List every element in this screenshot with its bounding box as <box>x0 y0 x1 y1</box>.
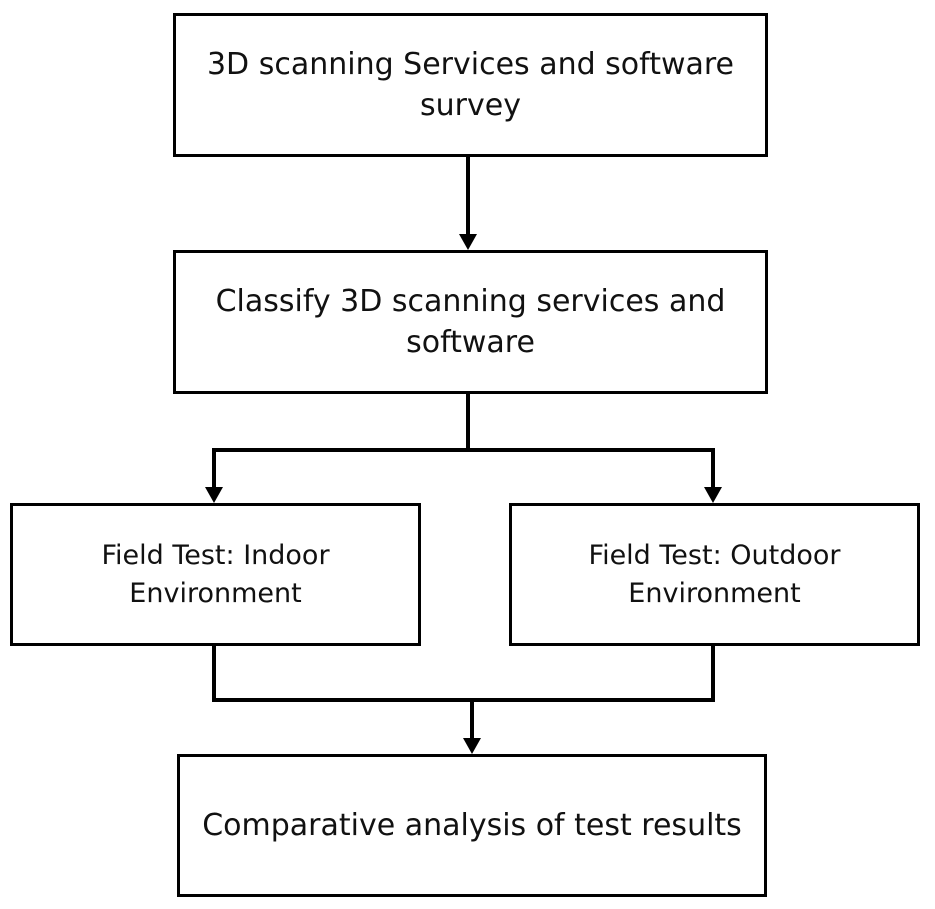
arrowhead-indoor <box>205 487 223 503</box>
node-analysis-label: Comparative analysis of test results <box>202 807 742 843</box>
arrow-indoor-to-analysis <box>212 646 715 702</box>
node-survey-label: 3D scanning Services and software survey <box>206 46 735 123</box>
arrowhead-outdoor <box>704 487 722 503</box>
node-indoor-test: Field Test: Indoor Environment <box>10 503 421 646</box>
node-outdoor-test: Field Test: Outdoor Environment <box>509 503 920 646</box>
arrow-classify-to-outdoor <box>468 448 715 490</box>
arrow-classify-to-indoor <box>212 394 470 490</box>
node-classify: Classify 3D scanning services and softwa… <box>173 250 768 394</box>
node-classify-label: Classify 3D scanning services and softwa… <box>215 283 726 360</box>
node-outdoor-test-label: Field Test: Outdoor Environment <box>588 540 841 609</box>
arrowhead-classify <box>459 234 477 250</box>
node-survey: 3D scanning Services and software survey <box>173 13 768 157</box>
node-analysis: Comparative analysis of test results <box>177 754 767 897</box>
node-indoor-test-label: Field Test: Indoor Environment <box>101 540 330 609</box>
arrowhead-analysis <box>463 738 481 754</box>
